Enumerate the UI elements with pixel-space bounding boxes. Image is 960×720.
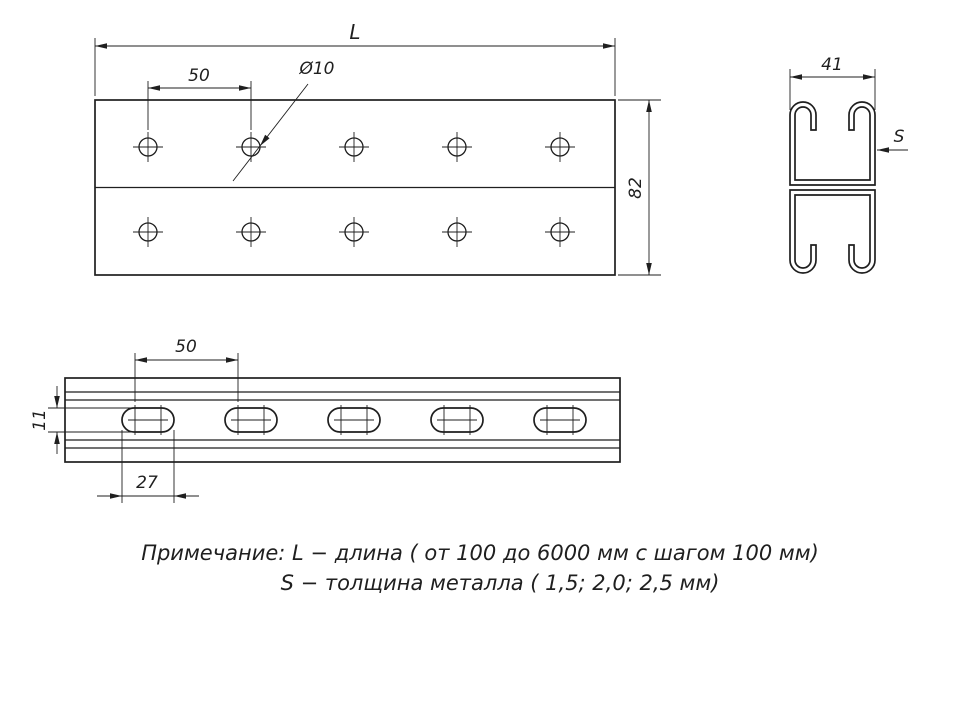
- dimension-length-L: L: [94, 20, 616, 96]
- length-label: L: [349, 20, 360, 44]
- dimension-slot-height: 11: [30, 386, 132, 454]
- note-line-2: S − толщина металла ( 1,5; 2,0; 2,5 мм): [281, 571, 720, 595]
- notes: Примечание: L − длина ( от 100 до 6000 м…: [141, 541, 819, 595]
- dimension-slot-spacing: 50: [134, 337, 239, 402]
- slot-height-label: 11: [30, 409, 50, 431]
- dimension-height: 82: [618, 99, 661, 276]
- slot-marker: [327, 404, 381, 436]
- slot-spacing-label: 50: [175, 337, 197, 357]
- hole-marker: [544, 131, 576, 163]
- slot-marker: [430, 404, 484, 436]
- thickness-label: S: [894, 127, 905, 147]
- dimension-hole-spacing: 50: [147, 66, 252, 130]
- height-label: 82: [626, 177, 646, 199]
- section-top-channel: [789, 101, 876, 186]
- dimension-hole-diameter: Ø10: [232, 59, 335, 182]
- hole-spacing-label: 50: [188, 66, 210, 86]
- side-view: 50 11 27: [30, 337, 621, 503]
- hole-marker: [338, 131, 370, 163]
- dimension-slot-length: 27: [97, 430, 199, 503]
- section-view: 41 S: [789, 55, 908, 274]
- hole-marker: [132, 216, 164, 248]
- hole-marker: [132, 131, 164, 163]
- hole-marker: [441, 131, 473, 163]
- slot-marker: [224, 404, 278, 436]
- front-view: L 50 Ø10 82: [94, 20, 661, 276]
- note-line-1: Примечание: L − длина ( от 100 до 6000 м…: [141, 541, 819, 565]
- hole-marker: [441, 216, 473, 248]
- hole-diameter-label: Ø10: [298, 59, 334, 79]
- hole-marker: [235, 216, 267, 248]
- slot-length-label: 27: [136, 473, 158, 493]
- dimension-thickness: S: [877, 127, 908, 153]
- hole-marker: [544, 216, 576, 248]
- slot-marker: [533, 404, 587, 436]
- hole-marker: [338, 216, 370, 248]
- dimension-section-width: 41: [789, 55, 876, 110]
- side-view-body: [64, 377, 621, 463]
- slot-marker: [121, 404, 175, 436]
- section-bottom-channel: [789, 189, 876, 274]
- section-width-label: 41: [821, 55, 843, 75]
